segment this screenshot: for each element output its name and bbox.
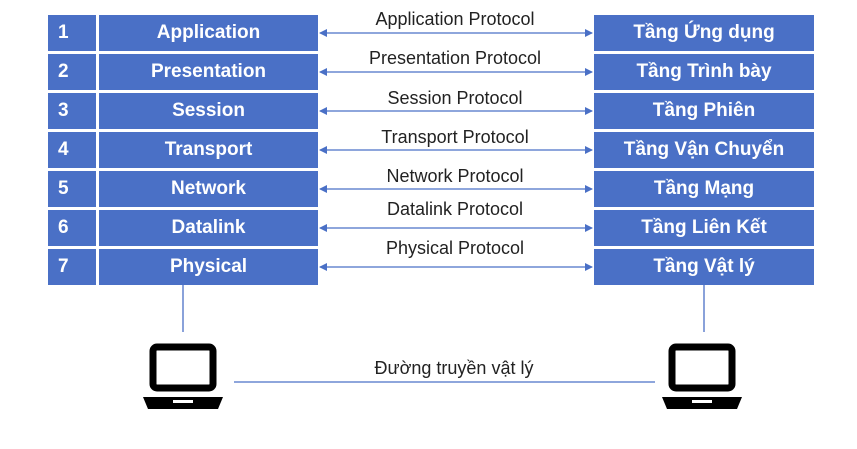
laptop-icon xyxy=(140,343,226,418)
layer-name-vietnamese: Tầng Vật lý xyxy=(594,249,814,285)
layer-name-vietnamese: Tầng Phiên xyxy=(594,93,814,129)
layer-name-vietnamese: Tầng Trình bày xyxy=(594,54,814,90)
layer-number: 2 xyxy=(48,54,96,90)
layer-number: 7 xyxy=(48,249,96,285)
layer-name: Session xyxy=(99,93,318,129)
layer-name-vietnamese: Tầng Ứng dụng xyxy=(594,15,814,51)
layer-number: 5 xyxy=(48,171,96,207)
laptop-icon xyxy=(659,343,745,418)
layer-name-vietnamese: Tầng Liên Kết xyxy=(594,210,814,246)
protocol-label: Physical Protocol xyxy=(385,238,525,258)
protocol-label: Application Protocol xyxy=(375,9,535,29)
layer-name-vietnamese: Tầng Vận Chuyển xyxy=(594,132,814,168)
protocol-label: Network Protocol xyxy=(386,166,524,186)
layer-number: 1 xyxy=(48,15,96,51)
protocol-label: Transport Protocol xyxy=(381,127,529,147)
layer-name: Physical xyxy=(99,249,318,285)
layer-number: 4 xyxy=(48,132,96,168)
layer-name: Transport xyxy=(99,132,318,168)
protocol-label: Datalink Protocol xyxy=(386,199,524,219)
protocol-label: Session Protocol xyxy=(387,88,523,108)
layer-name-vietnamese: Tầng Mạng xyxy=(594,171,814,207)
layer-name: Application xyxy=(99,15,318,51)
layer-name: Presentation xyxy=(99,54,318,90)
protocol-label: Presentation Protocol xyxy=(368,48,542,68)
layer-name: Network xyxy=(99,171,318,207)
physical-link-label: Đường truyền vật lý xyxy=(374,358,534,378)
layer-number: 3 xyxy=(48,93,96,129)
layer-number: 6 xyxy=(48,210,96,246)
layer-name: Datalink xyxy=(99,210,318,246)
